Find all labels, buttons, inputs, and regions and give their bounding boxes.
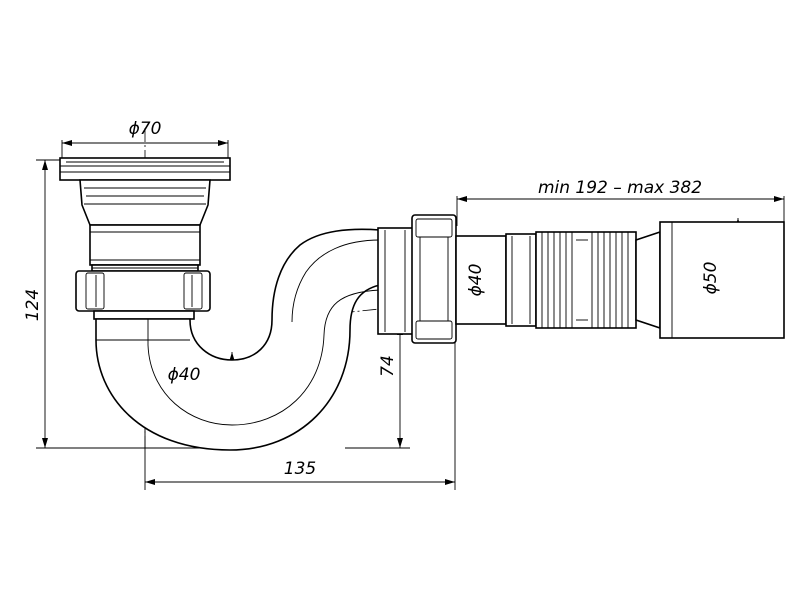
- label-hose-end-diameter: ϕ50: [701, 262, 721, 295]
- union-right: [377, 214, 457, 344]
- outlet-pipe: [455, 233, 537, 327]
- dimension-labels: ϕ70 min 192 – max 382 124 ϕ40 74 135 ϕ40…: [23, 119, 721, 479]
- hose-end: [635, 221, 785, 339]
- corrugated-hose: [535, 231, 637, 329]
- label-hose-length: min 192 – max 382: [538, 178, 702, 198]
- label-trap-diameter: ϕ40: [168, 365, 201, 385]
- drain-flange: [59, 157, 231, 272]
- label-outlet-diameter: ϕ40: [466, 264, 486, 297]
- label-height-total: 124: [23, 289, 43, 321]
- label-flange-diameter: ϕ70: [129, 119, 162, 139]
- union-nut-left: [75, 270, 211, 320]
- label-trap-depth: 74: [378, 355, 398, 377]
- label-horizontal-span: 135: [284, 459, 316, 479]
